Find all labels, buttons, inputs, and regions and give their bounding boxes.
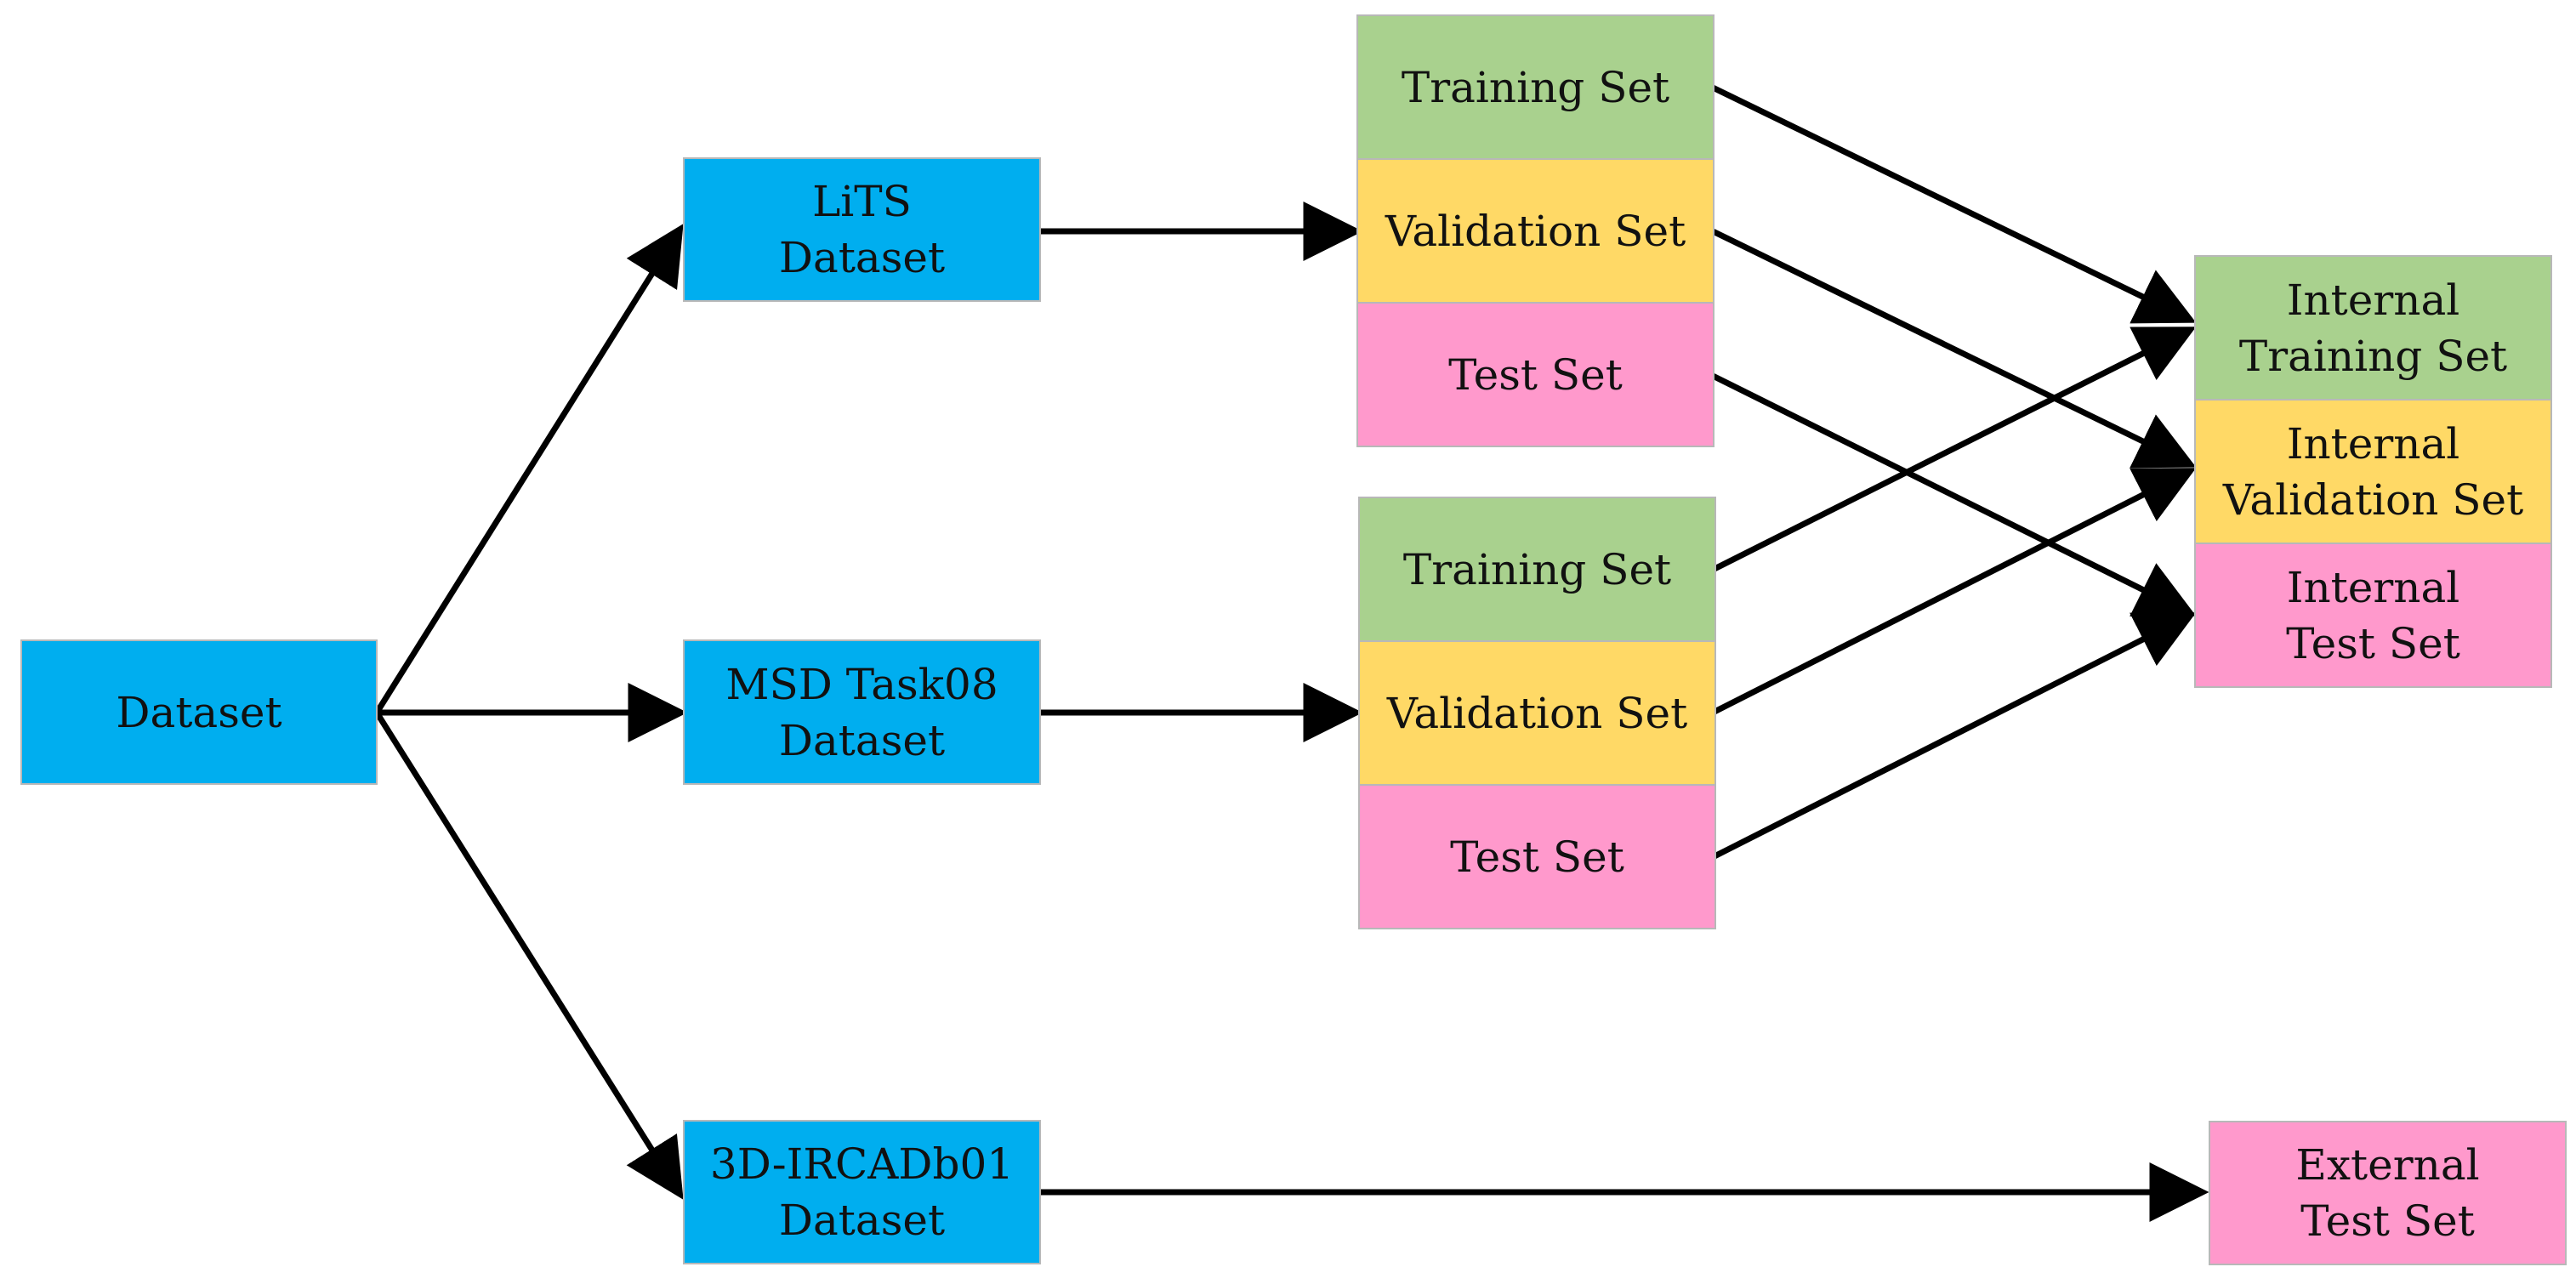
lits-dataset-label: LiTS Dataset (778, 177, 946, 282)
lits-validation-set-label: Validation Set (1385, 206, 1686, 256)
msd-dataset-node: MSD Task08 Dataset (683, 639, 1041, 785)
arrow-msd-val-to-internal-val (1711, 468, 2197, 716)
msd-dataset-label: MSD Task08 Dataset (725, 659, 998, 765)
lits-training-set-node: Training Set (1356, 14, 1714, 160)
external-test-set-node: External Test Set (2209, 1121, 2567, 1265)
msd-training-set-label: Training Set (1402, 544, 1672, 594)
dataset-label: Dataset (116, 687, 282, 737)
internal-validation-set-label: Internal Validation Set (2222, 418, 2524, 525)
lits-dataset-node: LiTS Dataset (683, 157, 1041, 302)
internal-test-set-label: Internal Test Set (2286, 562, 2460, 668)
lits-test-set-label: Test Set (1448, 349, 1623, 400)
lits-validation-set-node: Validation Set (1356, 158, 1714, 304)
msd-validation-set-label: Validation Set (1386, 688, 1688, 738)
msd-test-set-label: Test Set (1450, 832, 1624, 882)
arrow-msd-train-to-internal-train (1711, 327, 2197, 573)
external-test-set-label: External Test Set (2295, 1140, 2480, 1246)
dataset-node: Dataset (20, 639, 378, 785)
arrow-dataset-to-ircad (374, 711, 684, 1200)
arrow-dataset-to-lits (374, 224, 684, 714)
lits-test-set-node: Test Set (1356, 302, 1714, 447)
msd-training-set-node: Training Set (1358, 497, 1716, 642)
arrow-msd-test-to-internal-test (1711, 612, 2197, 861)
arrow-lits-train-to-internal-train (1711, 84, 2197, 324)
internal-training-set-node: Internal Training Set (2194, 255, 2552, 401)
arrow-lits-val-to-internal-val (1711, 228, 2197, 469)
msd-validation-set-node: Validation Set (1358, 640, 1716, 786)
internal-training-set-label: Internal Training Set (2238, 275, 2508, 381)
ircad-dataset-node: 3D-IRCADb01 Dataset (683, 1120, 1041, 1264)
arrow-lits-test-to-internal-test (1711, 372, 2197, 616)
lits-training-set-label: Training Set (1401, 62, 1670, 112)
internal-validation-set-node: Internal Validation Set (2194, 399, 2552, 544)
msd-test-set-node: Test Set (1358, 784, 1716, 929)
ircad-dataset-label: 3D-IRCADb01 Dataset (709, 1139, 1015, 1245)
internal-test-set-node: Internal Test Set (2194, 543, 2552, 688)
